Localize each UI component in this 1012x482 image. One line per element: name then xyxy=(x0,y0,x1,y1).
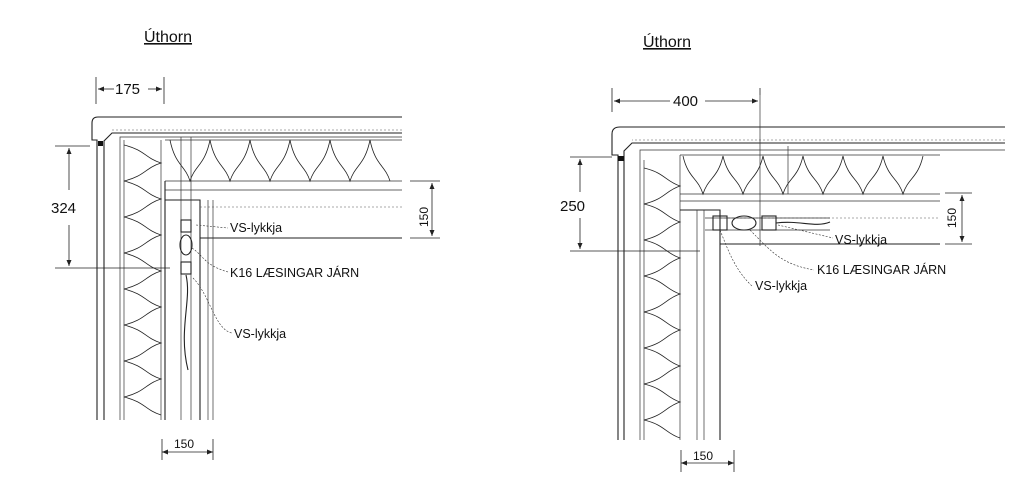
right-dim-right: 150 xyxy=(945,208,959,228)
left-dim-top: 175 xyxy=(115,81,140,98)
left-insulation-vertical xyxy=(123,144,163,416)
right-insulation-horizontal xyxy=(682,155,924,196)
right-dim-left: 250 xyxy=(560,198,585,215)
left-tie-rod xyxy=(179,234,193,256)
right-outer-skin xyxy=(611,126,1005,440)
left-outer-skin xyxy=(91,116,402,420)
left-label-lower: VS-lykkja xyxy=(234,327,286,341)
left-dim-bottom: 150 xyxy=(174,437,194,451)
right-insulation-vertical xyxy=(643,167,682,439)
left-title: Úthorn xyxy=(144,27,192,46)
left-corner-marker xyxy=(98,141,103,146)
left-insulation-horizontal xyxy=(169,139,391,183)
left-dim-right: 150 xyxy=(417,207,431,227)
right-corner-marker xyxy=(618,156,624,161)
left-dim-left: 324 xyxy=(51,200,76,217)
left-outer-skin-inner xyxy=(103,132,402,420)
right-dim-top: 400 xyxy=(673,93,698,110)
right-label-upper: VS-lykkja xyxy=(835,233,887,247)
right-dim-bottom: 150 xyxy=(693,449,713,463)
left-label-upper: VS-lykkja xyxy=(230,221,282,235)
right-label-middle: K16 LÆSINGAR JÁRN xyxy=(817,262,946,277)
right-tie-rod xyxy=(731,215,757,231)
right-title: Úthorn xyxy=(643,32,691,51)
left-label-middle: K16 LÆSINGAR JÁRN xyxy=(230,265,359,280)
left-vs-loop-upper xyxy=(180,219,192,233)
left-vs-loop-lower xyxy=(180,261,192,275)
left-corner-detail: Úthorn VS-lykkja xyxy=(51,27,440,460)
right-label-lower: VS-lykkja xyxy=(755,279,807,293)
right-corner-detail: Úthorn V xyxy=(560,32,1005,472)
